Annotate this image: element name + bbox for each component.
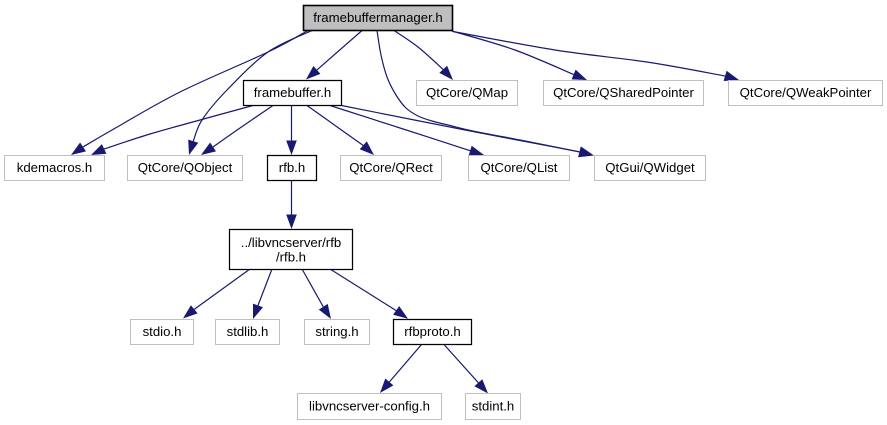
svg-text:QtCore/QWeakPointer: QtCore/QWeakPointer <box>740 85 872 100</box>
svg-text:framebuffermanager.h: framebuffermanager.h <box>313 10 443 25</box>
svg-text:string.h: string.h <box>315 324 358 339</box>
svg-text:../libvncserver/rfb: ../libvncserver/rfb <box>241 235 341 250</box>
svg-text:QtCore/QList: QtCore/QList <box>481 160 558 175</box>
svg-text:rfbproto.h: rfbproto.h <box>404 324 460 339</box>
svg-text:stdlib.h: stdlib.h <box>227 324 269 339</box>
svg-text:framebuffer.h: framebuffer.h <box>254 85 331 100</box>
svg-text:QtCore/QObject: QtCore/QObject <box>138 160 233 175</box>
svg-text:QtCore/QSharedPointer: QtCore/QSharedPointer <box>553 85 694 100</box>
svg-text:QtCore/QRect: QtCore/QRect <box>349 160 433 175</box>
svg-text:/rfb.h: /rfb.h <box>276 250 306 265</box>
svg-text:stdio.h: stdio.h <box>143 324 182 339</box>
svg-text:rfb.h: rfb.h <box>279 160 305 175</box>
svg-text:QtCore/QMap: QtCore/QMap <box>426 85 508 100</box>
svg-text:stdint.h: stdint.h <box>472 398 515 413</box>
svg-text:kdemacros.h: kdemacros.h <box>17 160 93 175</box>
svg-text:QtGui/QWidget: QtGui/QWidget <box>605 160 695 175</box>
svg-text:libvncserver-config.h: libvncserver-config.h <box>309 398 430 413</box>
